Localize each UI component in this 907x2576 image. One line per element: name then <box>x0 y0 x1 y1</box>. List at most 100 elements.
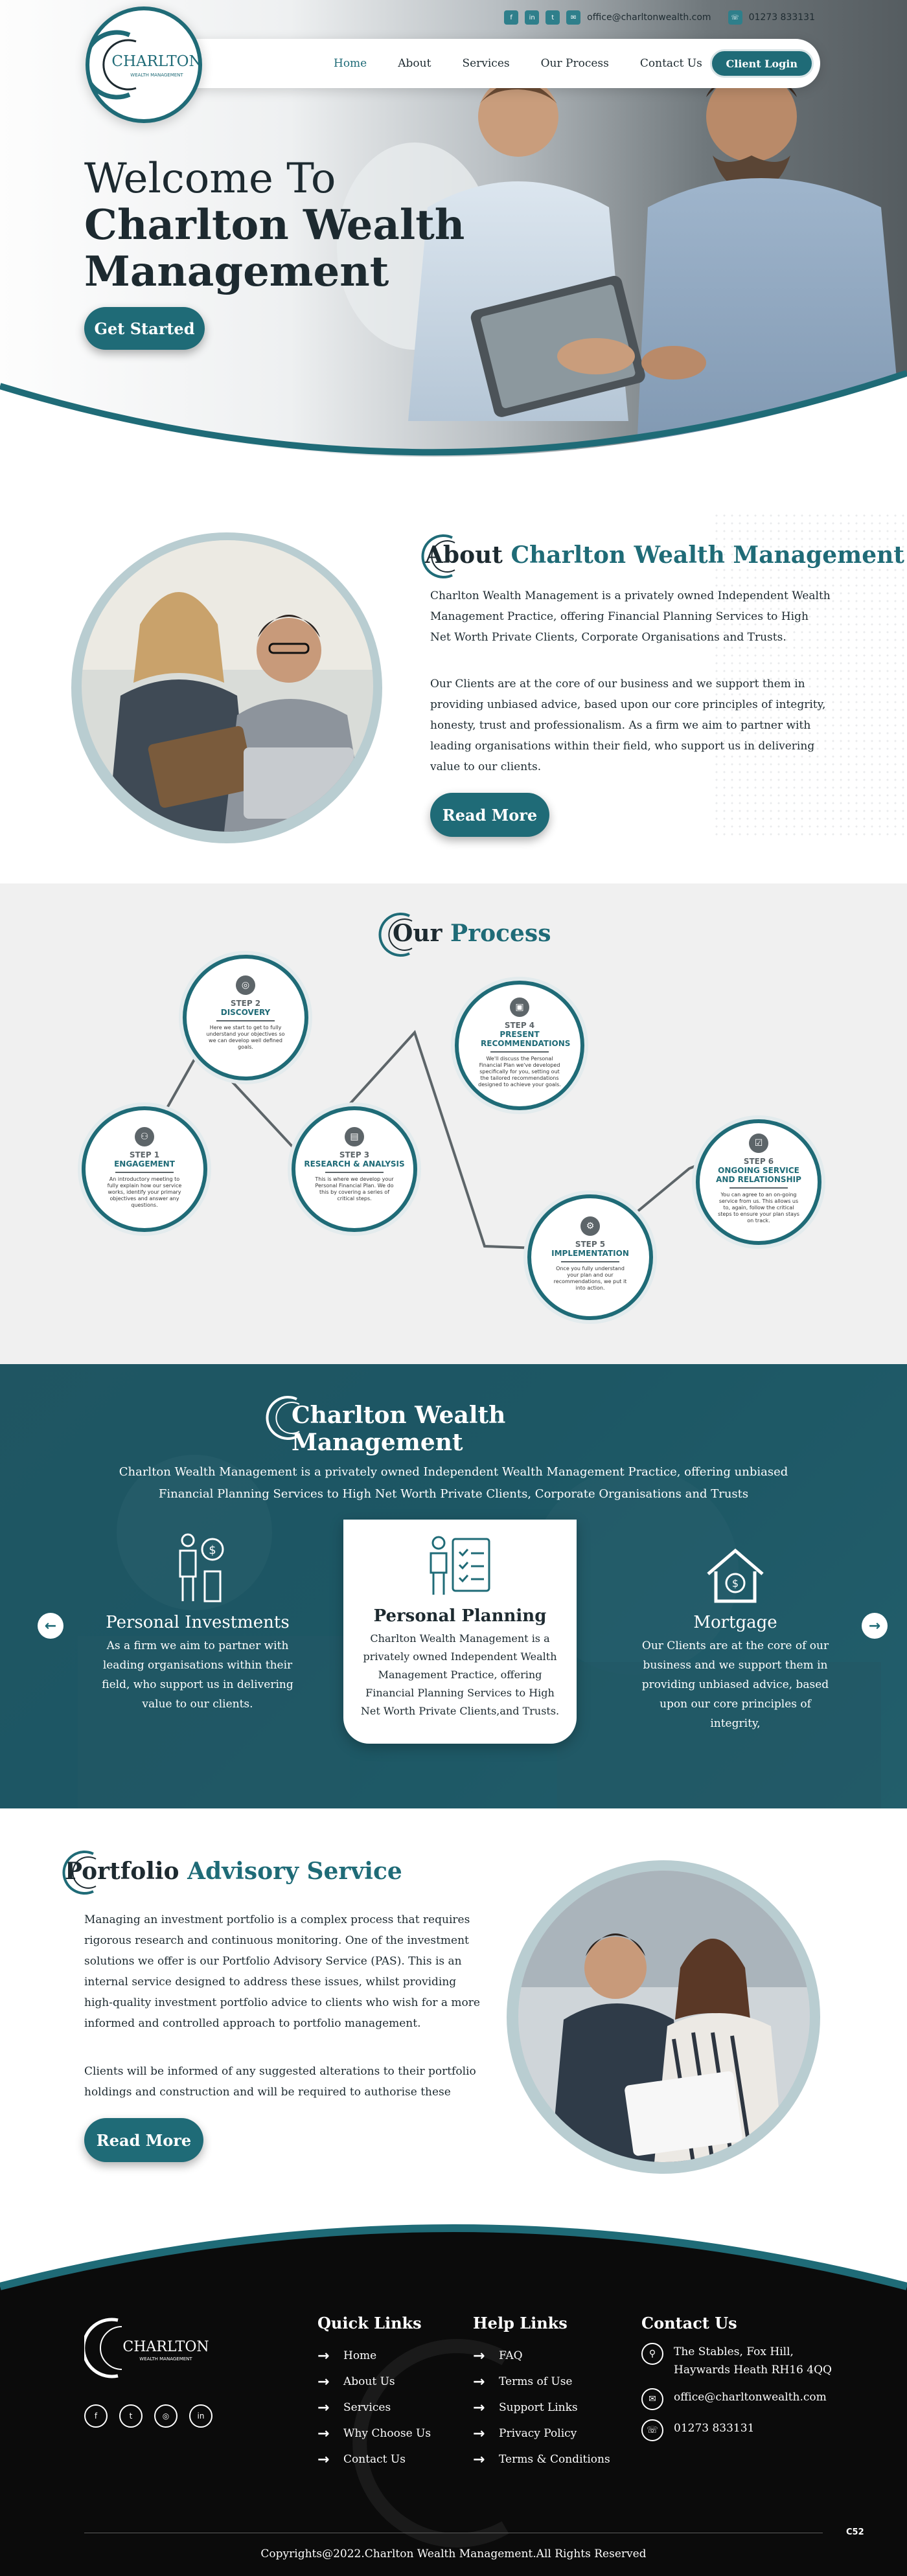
svg-text:$: $ <box>732 1577 739 1590</box>
portfolio-read-more-button[interactable]: Read More <box>84 2118 203 2162</box>
copyright-text: Copyrights@2022.Charlton Wealth Manageme… <box>260 2548 647 2560</box>
step-name: PRESENT RECOMMENDATIONS <box>481 1030 571 1048</box>
step-number: STEP 6 <box>743 1157 774 1166</box>
portfolio-title-teal: Advisory Service <box>187 1858 402 1885</box>
about-title: About Charlton Wealth Management <box>421 534 904 578</box>
location-pin-icon: ⚲ <box>641 2343 663 2365</box>
portfolio-photo <box>518 1871 810 2162</box>
mail-icon[interactable]: ✉ <box>566 10 581 25</box>
top-email-link[interactable]: office@charltonwealth.com <box>587 12 711 23</box>
services-title-text: Charlton Wealth Management <box>292 1402 506 1456</box>
footer-logo-tagline: WEALTH MANAGEMENT <box>139 2356 192 2362</box>
house-icon: $ <box>707 1548 764 1603</box>
twitter-icon[interactable]: t <box>545 10 560 25</box>
facebook-icon[interactable]: f <box>504 10 519 25</box>
arrow-right-icon: → <box>317 2399 330 2416</box>
top-contact-bar: f in t ✉ office@charltonwealth.com ☏ 012… <box>504 10 825 25</box>
get-started-button[interactable]: Get Started <box>84 307 205 350</box>
logo-wordmark: CHARLTON <box>111 53 198 70</box>
twitter-icon[interactable]: t <box>119 2404 143 2428</box>
footer-social-links: f t ◎ in <box>84 2404 212 2428</box>
footer-email[interactable]: ✉ office@charltonwealth.com <box>641 2388 832 2410</box>
arrow-right-icon: → <box>473 2425 485 2442</box>
arrow-right-icon: → <box>317 2425 330 2442</box>
footer-link-faq[interactable]: →FAQ <box>473 2343 610 2369</box>
handshake-icon: ⚇ <box>135 1127 154 1146</box>
footer-contact: Contact Us ⚲ The Stables, Fox Hill,Haywa… <box>641 2314 832 2450</box>
arrow-right-icon: → <box>317 2373 330 2390</box>
footer-link-about-us[interactable]: →About Us <box>317 2369 431 2395</box>
nav-our-process[interactable]: Our Process <box>540 57 609 70</box>
service-card-title: Personal Planning <box>373 1606 547 1626</box>
hero-title-line1: Welcome To <box>84 155 336 203</box>
process-step-3: ▤ STEP 3 RESEARCH & ANALYSIS This is whe… <box>292 1106 417 1232</box>
phone-icon: ☏ <box>641 2419 663 2441</box>
service-card-text: As a firm we aim to partner with leading… <box>102 1639 293 1711</box>
linkedin-icon[interactable]: in <box>525 10 540 25</box>
step-description: This is where we develop your Personal F… <box>315 1176 394 1202</box>
top-phone-link[interactable]: 01273 833131 <box>748 12 815 23</box>
instagram-icon[interactable]: ◎ <box>154 2404 178 2428</box>
portfolio-title: Portfolio Advisory Service <box>62 1851 402 1895</box>
footer-link-terms-of-use[interactable]: →Terms of Use <box>473 2369 610 2395</box>
dots-decoration <box>713 512 907 836</box>
footer-link-why-choose-us[interactable]: →Why Choose Us <box>317 2421 431 2446</box>
portfolio-paragraph-2: Clients will be informed of any suggeste… <box>84 2065 476 2099</box>
title-ring-icon <box>378 913 413 957</box>
linkedin-icon[interactable]: in <box>189 2404 212 2428</box>
process-step-4: ▣ STEP 4 PRESENT RECOMMENDATIONS We'll d… <box>455 981 584 1110</box>
gear-icon: ⚙ <box>580 1216 600 1236</box>
nav-services[interactable]: Services <box>462 57 510 70</box>
footer-email-text: office@charltonwealth.com <box>674 2391 827 2404</box>
process-title-teal: Process <box>450 920 551 947</box>
step-name: DISCOVERY <box>220 1008 271 1017</box>
footer-link-home[interactable]: →Home <box>317 2343 431 2369</box>
service-card-text: Charlton Wealth Management is a privatel… <box>360 1632 560 1717</box>
nav-links: Home About Services Our Process Contact … <box>334 39 733 88</box>
process-step-5: ⚙ STEP 5 IMPLEMENTATION Once you fully u… <box>527 1194 653 1320</box>
portfolio-title-dark: Portfolio <box>65 1858 179 1885</box>
arrow-right-icon: → <box>317 2451 330 2468</box>
site-logo[interactable]: CHARLTON WEALTH MANAGEMENT <box>86 6 202 123</box>
step-number: STEP 5 <box>575 1240 606 1249</box>
arrow-right-icon: → <box>317 2347 330 2364</box>
footer-link-privacy-policy[interactable]: →Privacy Policy <box>473 2421 610 2446</box>
services-title: Charlton Wealth Management <box>266 1396 661 1456</box>
footer-address: ⚲ The Stables, Fox Hill,Haywards Heath R… <box>641 2343 832 2379</box>
carousel-prev-button[interactable]: ← <box>38 1613 63 1639</box>
process-step-6: ☑ STEP 6 ONGOING SERVICE AND RELATIONSHI… <box>696 1119 821 1245</box>
footer-phone-text: 01273 833131 <box>674 2422 755 2435</box>
step-name: IMPLEMENTATION <box>551 1249 629 1258</box>
facebook-icon[interactable]: f <box>84 2404 108 2428</box>
service-card-mortgage[interactable]: $ Mortgage Our Clients are at the core o… <box>635 1545 836 1733</box>
footer-quick-links: Quick Links →Home →About Us →Services →W… <box>317 2314 431 2472</box>
step-number: STEP 3 <box>339 1150 370 1159</box>
step-divider <box>490 1051 549 1053</box>
carousel-next-button[interactable]: → <box>862 1613 888 1639</box>
footer-logo-wordmark: CHARLTON <box>122 2339 209 2355</box>
footer-link-contact-us[interactable]: →Contact Us <box>317 2446 431 2472</box>
logo-mark-icon: CHARLTON WEALTH MANAGEMENT <box>89 30 198 100</box>
footer-link-terms-conditions[interactable]: →Terms & Conditions <box>473 2446 610 2472</box>
service-card-investments[interactable]: $ Personal Investments As a firm we aim … <box>97 1533 298 1714</box>
footer-logo[interactable]: CHARLTON WEALTH MANAGEMENT <box>84 2312 214 2384</box>
nav-home[interactable]: Home <box>334 57 367 70</box>
target-icon: ◎ <box>236 975 255 995</box>
nav-contact-us[interactable]: Contact Us <box>639 57 702 70</box>
step-name: ONGOING SERVICE AND RELATIONSHIP <box>716 1166 801 1184</box>
planning-icon <box>430 1536 490 1595</box>
portfolio-section: Portfolio Advisory Service Managing an i… <box>0 1808 907 2210</box>
step-number: STEP 2 <box>230 999 261 1008</box>
step-divider <box>216 1020 275 1021</box>
service-card-title: Personal Investments <box>106 1613 290 1632</box>
footer-link-support-links[interactable]: →Support Links <box>473 2395 610 2421</box>
footer-link-services[interactable]: →Services <box>317 2395 431 2421</box>
footer-phone[interactable]: ☏ 01273 833131 <box>641 2419 832 2441</box>
about-read-more-button[interactable]: Read More <box>430 793 549 837</box>
about-paragraph-1: Charlton Wealth Management is a privatel… <box>430 589 831 644</box>
service-card-planning[interactable]: Personal Planning Charlton Wealth Manage… <box>343 1520 577 1744</box>
mail-icon: ✉ <box>641 2388 663 2410</box>
client-login-button[interactable]: Client Login <box>709 49 814 78</box>
nav-about[interactable]: About <box>398 57 431 70</box>
chart-icon: ▤ <box>345 1127 364 1146</box>
